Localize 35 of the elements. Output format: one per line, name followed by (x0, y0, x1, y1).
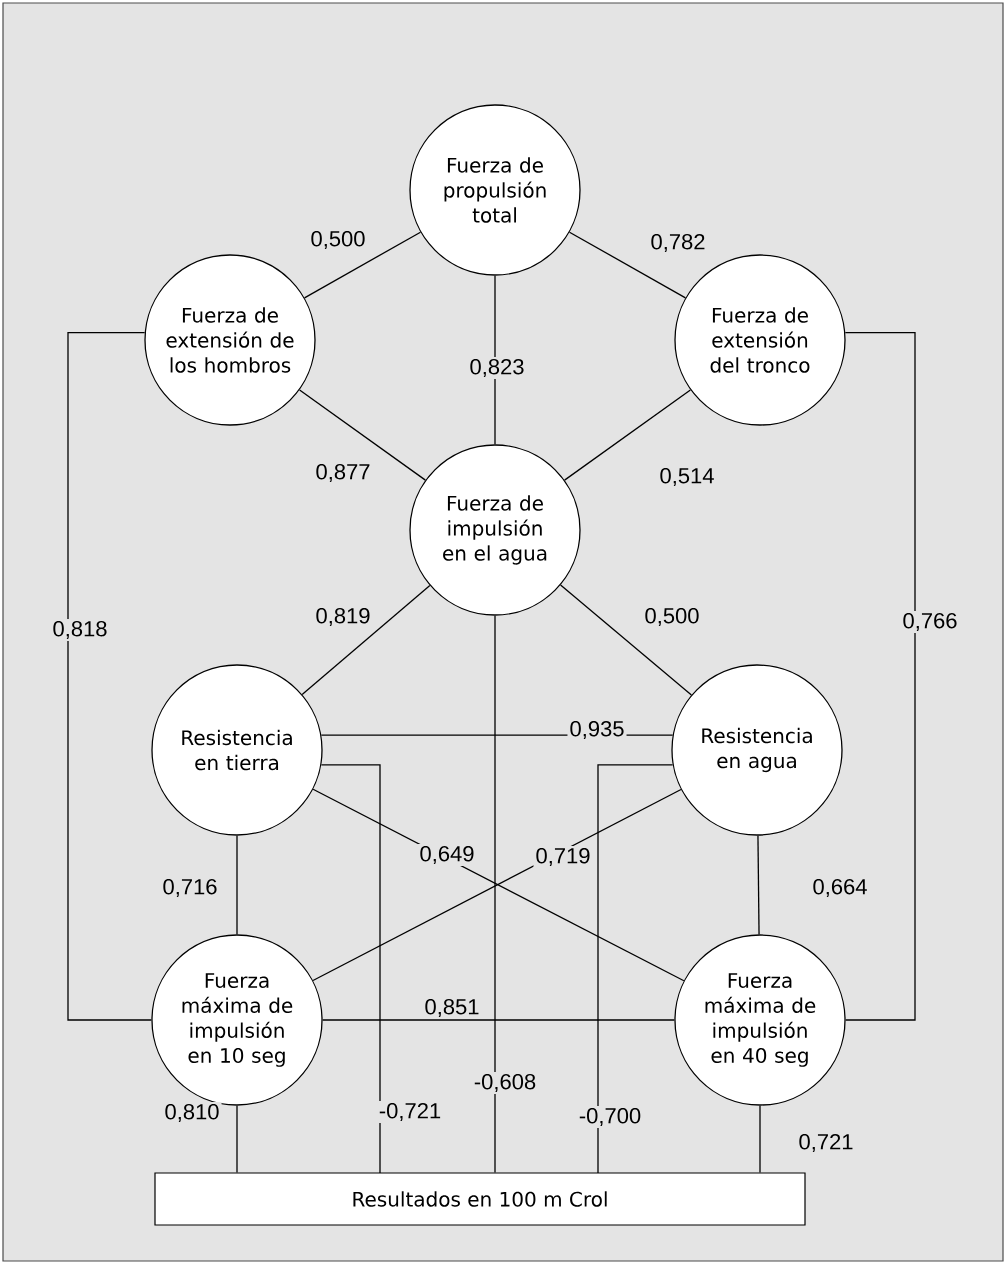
connector-line (236, 835, 238, 935)
edge-label: 0,649 (417, 843, 477, 867)
edge-label: 0,935 (567, 718, 627, 742)
edge-label: 0,810 (162, 1101, 222, 1125)
edge-label: 0,851 (422, 996, 482, 1020)
edge-label: 0,500 (308, 228, 368, 252)
edge-label: 0,819 (313, 605, 373, 629)
connector-line (236, 1105, 238, 1174)
connector-line (563, 389, 692, 481)
connector-line (303, 231, 422, 299)
edge-label: 0,782 (648, 231, 708, 255)
connector-line (559, 584, 693, 696)
connector-line (320, 764, 381, 1174)
connector-line (568, 231, 687, 299)
connector-line (844, 331, 916, 1021)
edge-label: 0,877 (313, 461, 373, 485)
result-box: Resultados en 100 m Crol (154, 1172, 806, 1226)
connector-line (301, 584, 431, 696)
connector-line (67, 331, 152, 1021)
connector-line (597, 764, 674, 1174)
edge-label: 0,716 (160, 876, 220, 900)
edge-label: 0,514 (657, 465, 717, 489)
connector-line (757, 835, 760, 935)
connector-line (494, 615, 496, 1174)
edge-label: 0,664 (810, 876, 870, 900)
connector-line (759, 1105, 761, 1174)
connector-line (298, 389, 427, 481)
edge-label: 0,721 (796, 1131, 856, 1155)
edge-label: 0,823 (467, 356, 527, 380)
connector-line (494, 275, 496, 445)
connector-line (322, 1019, 675, 1021)
edge-label: 0,719 (533, 845, 593, 869)
edge-label: 0,766 (900, 610, 960, 634)
edge-label: 0,500 (642, 605, 702, 629)
edge-label: 0,818 (50, 618, 110, 642)
